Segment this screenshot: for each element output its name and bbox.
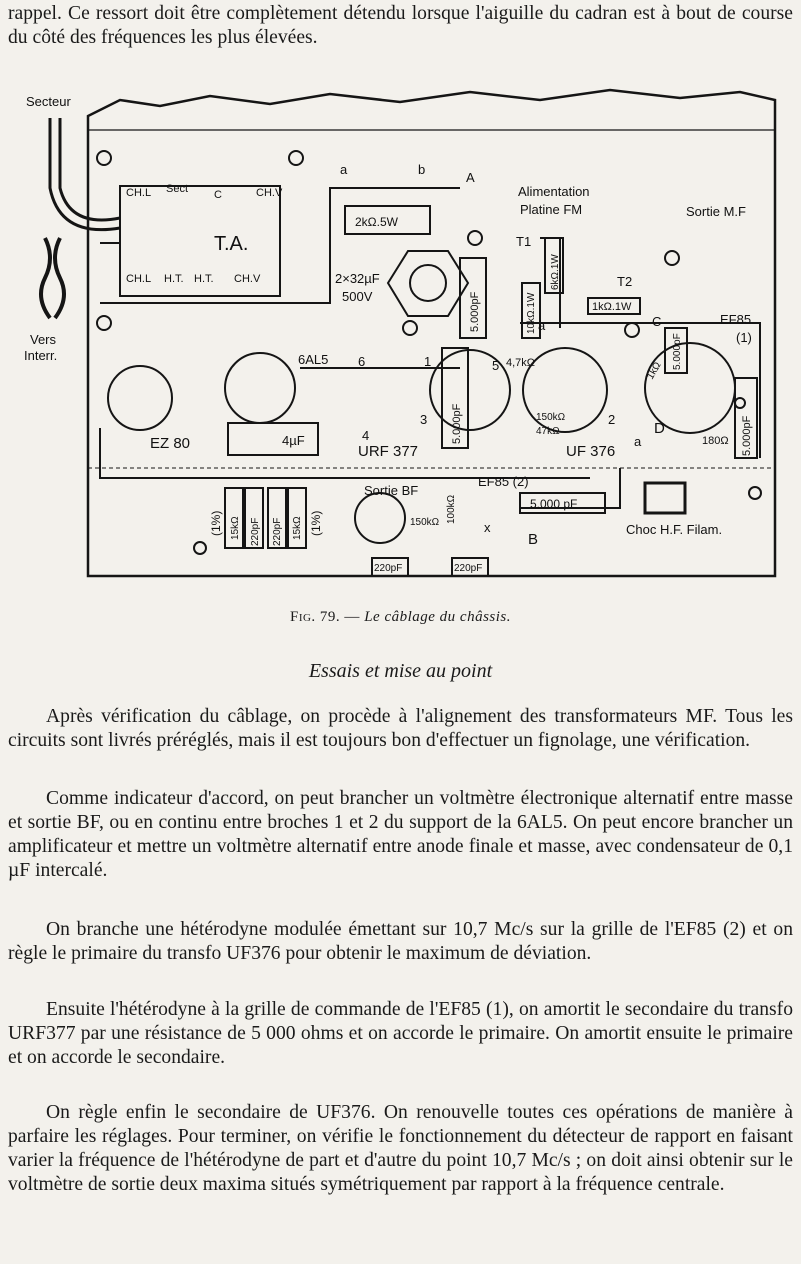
label-sortie-mf: Sortie M.F — [686, 204, 746, 219]
label-uf376: UF 376 — [566, 443, 615, 460]
intro-paragraph: rappel. Ce ressort doit être complètemen… — [8, 3, 793, 48]
caption-label: Fig. 79. — — [289, 609, 360, 625]
label-500v: 500V — [342, 289, 373, 304]
label-cap-5000-c: 5.000pF — [672, 333, 683, 370]
label-D: D — [654, 420, 665, 437]
label-chv-bot: CH.V — [234, 273, 261, 285]
label-vers: Vers — [30, 332, 57, 347]
label-secteur: Secteur — [26, 94, 71, 109]
label-ef85-1: EF85 — [720, 312, 751, 327]
label-res-15k-2: 15kΩ — [292, 516, 303, 540]
label-res-150k: 150kΩ — [536, 412, 566, 423]
label-res-150k2: 150kΩ — [410, 517, 440, 528]
paragraph-3: On branche une hétérodyne modulée émetta… — [8, 919, 793, 964]
label-cap-5000-vert: 5.000pF — [469, 291, 481, 332]
pin-2: 2 — [608, 412, 615, 427]
label-res-1k: 1kΩ.1W — [592, 301, 632, 313]
caption-title: Le câblage du châssis. — [364, 609, 512, 625]
label-cap-220-4: 220pF — [272, 518, 283, 546]
figure-caption: Fig. 79. — Le câblage du châssis. — [0, 609, 801, 626]
label-cap-5000-mid: 5.000pF — [451, 403, 463, 444]
label-6al5: 6AL5 — [298, 352, 328, 367]
label-sect: Sect — [166, 183, 188, 195]
label-pct1: (1%) — [209, 511, 223, 536]
paragraph-4: Ensuite l'hétérodyne à la grille de comm… — [8, 999, 793, 1068]
label-chv-top: CH.V — [256, 187, 283, 199]
label-cap-4uf: 4µF — [282, 433, 305, 448]
label-b: b — [418, 162, 425, 177]
pin-6: 6 — [358, 354, 365, 369]
pin-5: 5 — [492, 358, 499, 373]
label-t2: T2 — [617, 274, 632, 289]
label-cap-220-2: 220pF — [454, 563, 482, 574]
label-cap-2x32: 2×32µF — [335, 271, 380, 286]
label-choc: Choc H.F. Filam. — [626, 522, 722, 537]
label-B: B — [528, 531, 538, 548]
label-c: C — [652, 314, 661, 329]
label-res-180: 180Ω — [702, 435, 729, 447]
section-title: Essais et mise au point — [308, 660, 493, 682]
label-ez80: EZ 80 — [150, 435, 190, 452]
label-res-10k: 10kΩ.1W — [526, 292, 537, 334]
paragraph-2: Comme indicateur d'accord, on peut branc… — [8, 788, 793, 881]
label-t1: T1 — [516, 234, 531, 249]
label-res-15k-1: 15kΩ — [230, 516, 241, 540]
label-res-47k: 4,7kΩ — [506, 357, 535, 369]
label-platine: Platine FM — [520, 202, 582, 217]
label-chl-bot: CH.L — [126, 273, 151, 285]
label-res-1k2: 1kΩ — [645, 360, 664, 382]
label-ef85-1b: (1) — [736, 330, 752, 345]
label-urf377: URF 377 — [358, 443, 418, 460]
label-res-6k: 6kΩ.1W — [550, 254, 561, 290]
label-a3: a — [538, 318, 546, 333]
label-ef85-2: EF85 (2) — [478, 474, 529, 489]
label-ht1: H.T. — [164, 273, 184, 285]
pin-4: 4 — [362, 428, 369, 443]
paragraph-1: Après vérification du câblage, on procèd… — [8, 706, 793, 751]
label-alimentation: Alimentation — [518, 184, 590, 199]
label-ta: T.A. — [214, 233, 248, 255]
label-cap-5000-r: 5.000pF — [741, 415, 753, 456]
label-res-47k2: 47kΩ — [536, 426, 560, 437]
chassis-wiring-diagram: Secteur Vers Interr. T.A. CH.L Sect C CH… — [0, 88, 801, 593]
label-pct2: (1%) — [309, 511, 323, 536]
label-cap-220-1: 220pF — [374, 563, 402, 574]
label-a2: a — [634, 434, 642, 449]
label-res-100k: 100kΩ — [446, 494, 457, 524]
label-cap-220-3: 220pF — [250, 518, 261, 546]
label-res-2k: 2kΩ.5W — [355, 215, 399, 229]
paragraph-5: On règle enfin le secondaire de UF376. O… — [8, 1102, 793, 1195]
label-ht2: H.T. — [194, 273, 214, 285]
pin-1: 1 — [424, 354, 431, 369]
label-A: A — [466, 170, 475, 185]
label-c-top: C — [214, 189, 222, 201]
label-cap-5000-bot: 5.000 pF — [530, 497, 577, 511]
label-sortie-bf: Sortie BF — [364, 483, 418, 498]
label-interr: Interr. — [24, 348, 57, 363]
label-x: x — [484, 520, 491, 535]
pin-3: 3 — [420, 412, 427, 427]
label-chl-top: CH.L — [126, 187, 151, 199]
label-a: a — [340, 162, 348, 177]
